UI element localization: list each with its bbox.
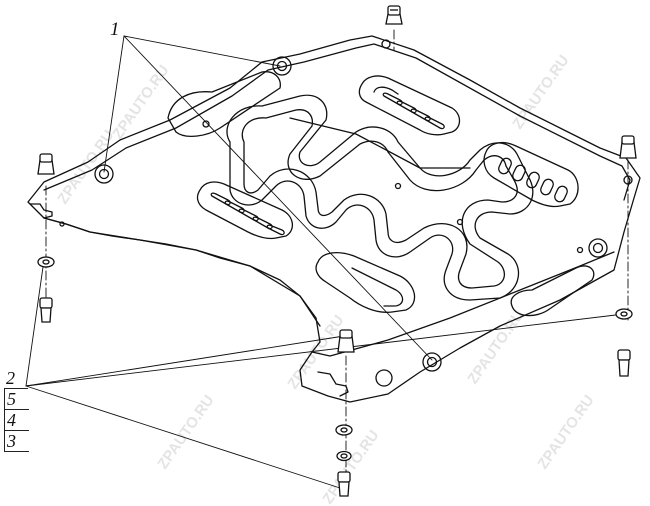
mount-boss-left-top <box>272 56 292 76</box>
watermark-7: ZPAUTO.RU <box>154 392 217 472</box>
mount-boss-right-inner <box>592 242 604 254</box>
callout-4: 4 <box>4 410 29 431</box>
rear-notch <box>317 371 349 397</box>
washer-right <box>615 308 633 320</box>
mount-boss-left <box>94 164 114 184</box>
rib-pattern-inner <box>241 109 518 289</box>
mount-hole-small-1 <box>202 120 210 128</box>
mount-boss-front-inner <box>426 356 438 368</box>
mount-hole-top <box>381 39 391 49</box>
watermark-8: ZPAUTO.RU <box>319 427 382 506</box>
mount-hole-small-5 <box>59 221 65 227</box>
fasteners <box>37 5 637 497</box>
callout-1: 1 <box>110 19 120 40</box>
mount-boss-rear <box>375 369 393 387</box>
lower-right-rib <box>510 265 595 317</box>
leaders-2 <box>25 259 625 489</box>
bolt-right <box>619 135 637 159</box>
bolt-top <box>385 5 403 25</box>
mount-boss-front <box>422 352 442 372</box>
watermark-6: ZPAUTO.RU <box>534 392 597 472</box>
nut-right <box>617 349 631 377</box>
mount-hole-small-2 <box>394 182 402 190</box>
lower-oval-pocket <box>315 251 416 313</box>
bolt-left <box>37 153 55 175</box>
watermark-5: ZPAUTO.RU <box>464 307 527 387</box>
watermark-1: ZPAUTO.RU <box>54 127 117 207</box>
mount-boss-right <box>588 238 608 258</box>
callout-5: 5 <box>4 389 29 410</box>
mount-hole-small-4 <box>576 246 584 254</box>
leaders-1 <box>103 35 433 361</box>
slots-top <box>373 86 445 130</box>
slots-right <box>498 157 568 203</box>
front-notch <box>29 203 53 219</box>
nut-front <box>337 471 351 497</box>
centerlines <box>45 29 629 477</box>
washer-left <box>37 256 55 268</box>
plate-flange <box>43 43 631 201</box>
plate-fold-line <box>311 251 615 357</box>
rib-pattern-outer <box>226 94 534 301</box>
callout-2: 2 <box>4 368 28 389</box>
nut-left <box>39 297 53 323</box>
lower-oval-pocket-inner <box>351 267 404 307</box>
slot-plate-left <box>196 181 293 240</box>
callout-3: 3 <box>4 431 29 452</box>
mount-boss-left-top-inner <box>276 60 288 72</box>
watermark-3: ZPAUTO.RU <box>509 52 572 132</box>
rib-spine <box>289 117 471 169</box>
slots-left <box>210 192 285 236</box>
slot-plate-top <box>358 75 461 136</box>
washer-front-2 <box>336 450 352 462</box>
washer-front-1 <box>335 424 353 436</box>
slot-plate-right <box>483 141 579 208</box>
left-pocket <box>167 71 281 138</box>
bolt-front <box>337 329 355 353</box>
plate-side-edge <box>43 217 321 327</box>
